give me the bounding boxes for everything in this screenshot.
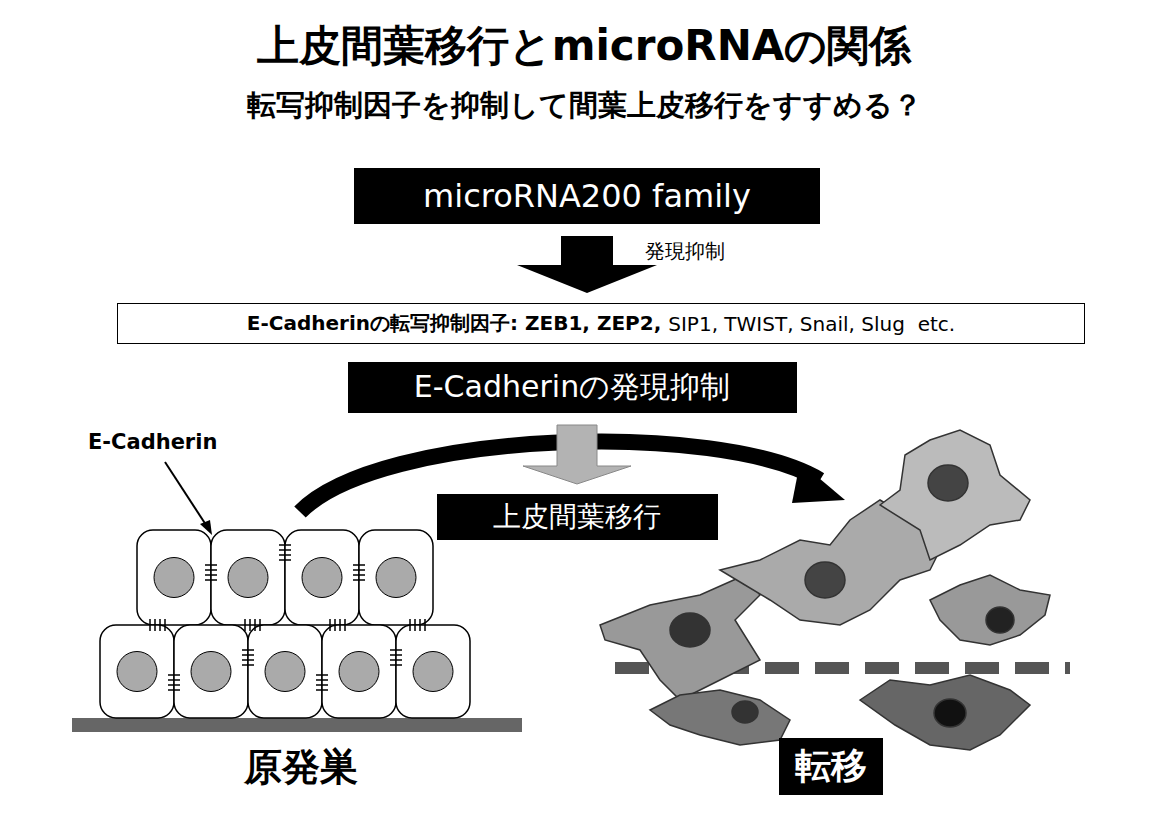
title: 上皮間葉移行とmicroRNAの関係 — [257, 18, 912, 74]
node-text: 上皮間葉移行 — [493, 498, 661, 536]
basement-membrane — [72, 718, 522, 732]
node-text: microRNA200 family — [423, 177, 751, 215]
epithelial-cells — [100, 530, 470, 718]
mirna-box: microRNA200 family — [354, 168, 820, 224]
leader-line — [165, 462, 208, 528]
label: 原発巣 — [244, 742, 358, 793]
edge-label: 発現抑制 — [645, 238, 725, 265]
node-text: SIP1, TWIST, Snail, Slug etc. — [668, 312, 955, 336]
node-text: 転移 — [795, 742, 867, 791]
arrow-head — [792, 462, 845, 503]
repressor-box: E-Cadherinの転写抑制因子: ZEB1, ZEP2, SIP1, TWIS… — [117, 303, 1085, 344]
block-arrow — [517, 236, 657, 293]
metastasis-box: 転移 — [779, 738, 883, 795]
node-text: E-Cadherinの発現抑制 — [414, 367, 730, 408]
label: E-Cadherin — [88, 430, 217, 454]
suppression-box: E-Cadherinの発現抑制 — [348, 362, 797, 413]
label: 転写抑制因子を抑制して間葉上皮移行をすすめる？ — [247, 86, 922, 126]
node-text: E-Cadherinの転写抑制因子: ZEB1, ZEP2, — [247, 310, 661, 337]
emt-box: 上皮間葉移行 — [437, 494, 718, 540]
mesenchymal-cells — [600, 430, 1050, 750]
block-arrow — [523, 425, 631, 484]
